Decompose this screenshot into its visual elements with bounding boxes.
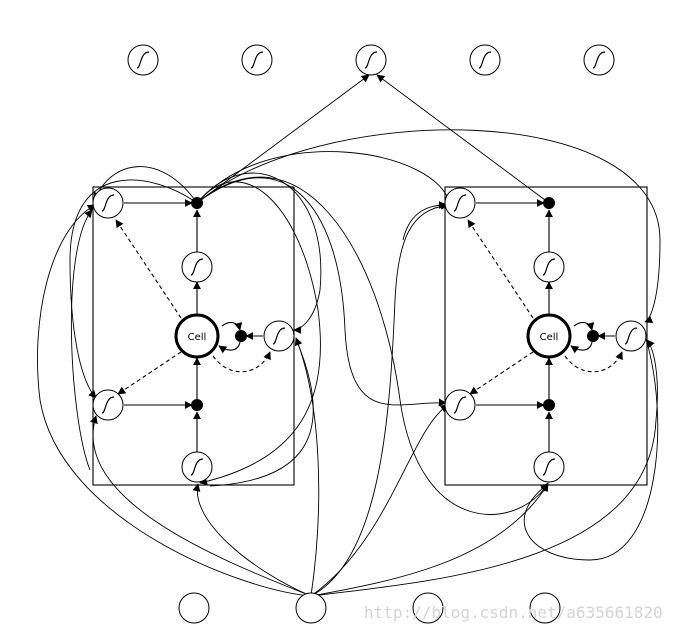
wire <box>310 201 449 597</box>
block-input <box>533 451 565 483</box>
wire <box>310 483 549 597</box>
wire <box>196 172 322 334</box>
connection-wires <box>37 74 661 597</box>
wire <box>192 483 312 597</box>
cell-2: Cell <box>526 313 572 359</box>
forget-gate <box>263 320 295 352</box>
watermark-text: http://blog.csdn.net/a635661820 <box>364 603 663 622</box>
sigmoid-icon <box>453 194 467 212</box>
input-row <box>178 592 561 624</box>
sigmoid-icon <box>101 194 115 212</box>
wire <box>376 74 550 204</box>
sigmoid-units <box>92 44 647 483</box>
sigmoid-icon <box>136 51 150 69</box>
cell-output-squash <box>181 251 213 283</box>
block-input <box>181 451 213 483</box>
cell-label: Cell <box>188 332 207 343</box>
output-unit <box>241 44 273 76</box>
wire <box>310 404 449 597</box>
peephole <box>212 351 271 373</box>
input-gate <box>92 389 124 421</box>
sigmoid-icon <box>250 51 264 69</box>
input-unit <box>412 592 444 624</box>
sigmoid-icon <box>592 51 606 69</box>
input-multiplier <box>191 399 203 411</box>
forget-gate <box>615 320 647 352</box>
sigmoid-icon <box>190 458 204 476</box>
recurrent-loop <box>218 341 241 354</box>
output-gate <box>444 187 476 219</box>
wire <box>209 338 314 487</box>
output-unit <box>355 44 387 76</box>
sigmoid-icon <box>101 396 115 414</box>
sigmoid-icon <box>272 327 286 345</box>
recurrent-loop <box>221 321 243 331</box>
wire <box>37 204 312 597</box>
recurrent-loop <box>573 321 595 331</box>
recurrent-loop <box>570 341 593 354</box>
peephole <box>564 351 623 373</box>
peephole <box>117 351 182 395</box>
sigmoid-icon <box>190 258 204 276</box>
memory-block-1 <box>115 197 271 452</box>
peephole <box>467 219 534 319</box>
input-unit <box>529 592 561 624</box>
wire <box>90 415 312 597</box>
wire <box>196 177 447 407</box>
input-unit <box>178 592 210 624</box>
output-multiplier <box>543 197 555 209</box>
memory-block-2 <box>467 197 623 452</box>
output-unit <box>583 44 615 76</box>
input-multiplier <box>543 399 555 411</box>
wire <box>70 209 93 471</box>
sigmoid-icon <box>478 51 492 69</box>
peephole <box>115 219 182 319</box>
wire <box>196 181 321 486</box>
wire <box>523 338 659 561</box>
sigmoid-icon <box>542 458 556 476</box>
output-unit <box>127 44 159 76</box>
wire <box>294 337 320 597</box>
sigmoid-icon <box>542 258 556 276</box>
forget-multiplier <box>235 330 247 342</box>
sigmoid-icon <box>364 51 378 69</box>
wire <box>196 176 549 515</box>
wire <box>196 151 453 206</box>
peephole <box>469 351 534 395</box>
wire <box>310 339 658 597</box>
sigmoid-icon <box>624 327 638 345</box>
forget-multiplier <box>587 330 599 342</box>
output-multiplier <box>191 197 203 209</box>
output-gate <box>92 187 124 219</box>
sigmoid-icon <box>453 396 467 414</box>
cell-1: Cell <box>174 313 220 359</box>
wire <box>402 201 447 241</box>
wire <box>69 179 198 399</box>
input-gate <box>444 389 476 421</box>
input-unit <box>295 592 327 624</box>
cell-output-squash <box>533 251 565 283</box>
wire <box>196 129 661 324</box>
output-unit <box>469 44 501 76</box>
wire <box>196 74 370 204</box>
cell-label: Cell <box>540 332 559 343</box>
wire <box>93 166 198 204</box>
